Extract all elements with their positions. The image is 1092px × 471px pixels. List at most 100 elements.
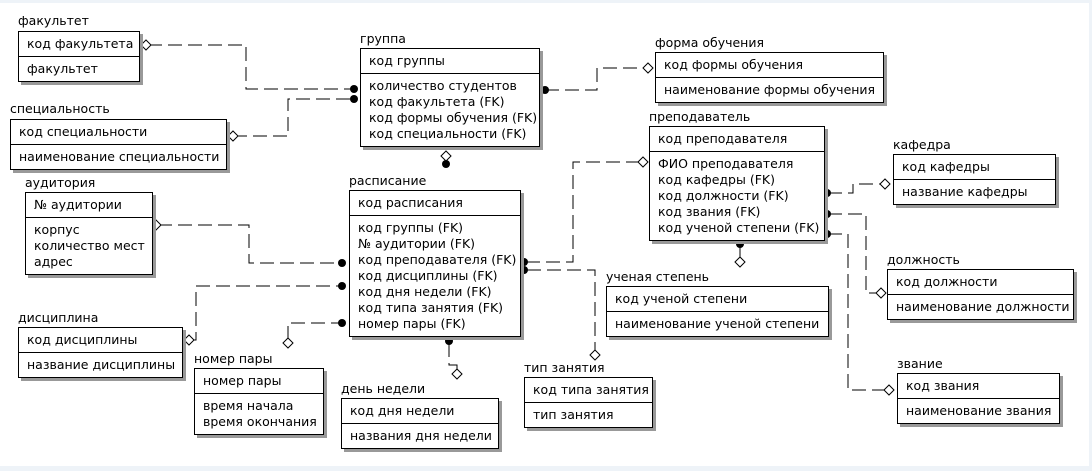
entity-kafedra[interactable]: код кафедры название кафедры xyxy=(893,154,1056,205)
many-dot xyxy=(823,210,831,218)
many-dot xyxy=(823,230,831,238)
attribute[interactable]: ФИО преподавателя xyxy=(658,156,794,171)
attribute[interactable]: корпус xyxy=(34,222,80,237)
rel-forma-gruppa xyxy=(545,67,645,91)
many-dot xyxy=(823,189,831,197)
one-diamond xyxy=(879,178,891,190)
entity-title-zvanie: звание xyxy=(897,356,943,371)
attribute[interactable]: код ученой степени (FK) xyxy=(658,220,820,235)
attribute[interactable]: наименование специальности xyxy=(19,149,220,164)
pk-attribute[interactable]: код типа занятия xyxy=(533,382,649,397)
attribute[interactable]: код формы обучения (FK) xyxy=(369,110,538,125)
entity-title-kafedra: кафедра xyxy=(893,137,951,152)
attribute[interactable]: время окончания xyxy=(203,414,317,429)
entity-discipline[interactable]: код дисциплины название дисциплины xyxy=(18,327,183,378)
attribute[interactable]: код специальности (FK) xyxy=(369,126,527,141)
entity-title-fakultet: факультет xyxy=(18,13,89,28)
attribute[interactable]: наименование ученой степени xyxy=(615,316,820,331)
pk-attribute[interactable]: код факультета xyxy=(27,36,134,51)
one-diamond xyxy=(451,368,463,380)
pk-attribute[interactable]: номер пары xyxy=(203,373,282,388)
attribute[interactable]: код типа занятия (FK) xyxy=(358,300,504,315)
pk-attribute[interactable]: код кафедры xyxy=(902,159,990,174)
many-dot xyxy=(736,240,744,248)
attribute[interactable]: наименование должности xyxy=(896,299,1070,314)
attribute[interactable]: название кафедры xyxy=(902,184,1028,199)
attribute[interactable]: количество студентов xyxy=(369,78,517,93)
rel-tip-raspisanie xyxy=(527,269,596,352)
rel-spec-gruppa xyxy=(233,98,354,137)
entity-dolzhnost[interactable]: код должности наименование должности xyxy=(887,269,1074,320)
one-diamond xyxy=(875,287,887,299)
entity-attributes: наименование специальности xyxy=(11,145,226,169)
pk-attribute[interactable]: код ученой степени xyxy=(615,291,748,306)
entity-primary-key: код звания xyxy=(898,374,1059,399)
pk-attribute[interactable]: код дня недели xyxy=(350,403,455,418)
one-diamond xyxy=(883,384,895,396)
entity-attributes: наименование должности xyxy=(888,295,1073,319)
pk-attribute[interactable]: код специальности xyxy=(19,124,148,139)
attribute[interactable]: время начала xyxy=(203,398,294,413)
pk-attribute[interactable]: код расписания xyxy=(358,195,463,210)
one-diamond xyxy=(227,130,239,142)
pk-attribute[interactable]: код формы обучения xyxy=(664,57,804,72)
pk-attribute[interactable]: код должности xyxy=(896,274,998,289)
entity-fakultet[interactable]: код факультета факультет xyxy=(18,31,140,82)
entity-primary-key: код дня недели xyxy=(342,399,498,424)
many-dot xyxy=(338,259,346,267)
entity-zvanie[interactable]: код звания наименование звания xyxy=(897,373,1060,424)
attribute[interactable]: адрес xyxy=(34,254,73,269)
attribute[interactable]: код должности (FK) xyxy=(658,188,789,203)
entity-title-para: номер пары xyxy=(194,351,273,366)
attribute[interactable]: наименование звания xyxy=(906,403,1052,418)
rel-prepod-raspisanie xyxy=(527,161,640,263)
entity-attributes: названия дня недели xyxy=(342,424,498,448)
entity-raspisanie[interactable]: код расписания код группы (FK)№ аудитории… xyxy=(349,190,521,337)
attribute[interactable]: код звания (FK) xyxy=(658,204,761,219)
rel-kafedra-prepod xyxy=(828,183,886,194)
pk-attribute[interactable]: код преподавателя xyxy=(658,131,788,146)
entity-title-stepen: ученая степень xyxy=(606,269,710,284)
entity-tip[interactable]: код типа занятия тип занятия xyxy=(524,377,653,428)
attribute[interactable]: код преподавателя (FK) xyxy=(358,252,517,267)
entity-primary-key: код дисциплины xyxy=(19,328,182,353)
attribute[interactable]: названия дня недели xyxy=(350,428,492,443)
pk-attribute[interactable]: код дисциплины xyxy=(27,332,138,347)
entity-spec[interactable]: код специальности наименование специально… xyxy=(10,119,227,170)
attribute[interactable]: № аудитории (FK) xyxy=(358,236,476,251)
entity-title-gruppa: группа xyxy=(360,31,406,46)
entity-forma[interactable]: код формы обучения наименование формы обу… xyxy=(655,52,884,103)
many-dot xyxy=(445,337,453,345)
attribute[interactable]: факультет xyxy=(27,61,98,76)
one-diamond xyxy=(637,156,649,168)
pk-attribute[interactable]: № аудитории xyxy=(34,197,122,212)
attribute[interactable]: количество мест xyxy=(34,238,145,253)
pk-attribute[interactable]: код звания xyxy=(906,378,980,393)
attribute[interactable]: название дисциплины xyxy=(27,357,176,372)
attribute[interactable]: номер пары (FK) xyxy=(358,316,466,331)
pk-attribute[interactable]: код группы xyxy=(369,53,445,68)
entity-den[interactable]: код дня недели названия дня недели xyxy=(341,398,499,449)
attribute[interactable]: код группы (FK) xyxy=(358,220,464,235)
entity-stepen[interactable]: код ученой степени наименование ученой ст… xyxy=(606,286,829,337)
entity-primary-key: код типа занятия xyxy=(525,378,652,403)
attribute[interactable]: код дисциплины (FK) xyxy=(358,268,498,283)
attribute[interactable]: код дня недели (FK) xyxy=(358,284,492,299)
attribute[interactable]: тип занятия xyxy=(533,407,614,422)
entity-title-prepod: преподаватель xyxy=(649,109,751,124)
entity-attributes: название кафедры xyxy=(894,180,1055,204)
attribute[interactable]: код кафедры (FK) xyxy=(658,172,775,187)
entity-title-discipline: дисциплина xyxy=(18,310,99,325)
attribute[interactable]: наименование формы обучения xyxy=(664,82,876,97)
entity-title-den: день недели xyxy=(341,381,426,396)
attribute[interactable]: код факультета (FK) xyxy=(369,94,505,109)
rel-discipline-raspisanie xyxy=(190,285,342,341)
one-diamond xyxy=(282,337,294,349)
many-dot xyxy=(350,85,358,93)
